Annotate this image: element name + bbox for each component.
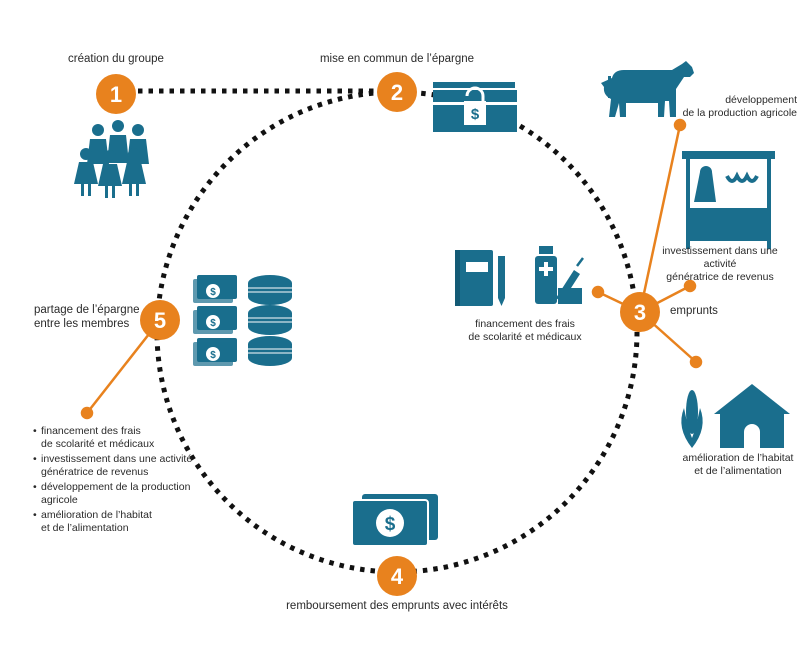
branch-agriculture xyxy=(638,124,682,313)
step-number-5: 5 xyxy=(154,308,166,333)
svg-text:$: $ xyxy=(471,106,480,123)
notebook-pencil-icon xyxy=(455,250,505,306)
maize-icon xyxy=(681,390,703,448)
banknotes-icon: $ xyxy=(351,494,438,547)
svg-text:$: $ xyxy=(210,318,216,329)
list-item: développement de la production agricole xyxy=(33,481,234,506)
step-3-label: emprunts xyxy=(670,305,718,317)
step-number-2: 2 xyxy=(391,80,403,105)
loan-use-education-health: financement des frais de scolarité et mé… xyxy=(468,318,582,343)
step-marker-2: 2 xyxy=(377,72,417,112)
list-item: investissement dans une activité générat… xyxy=(33,453,234,478)
step-1-label: création du groupe xyxy=(68,53,164,65)
cycle-path xyxy=(154,89,640,575)
loan-use-agriculture: développement de la production agricole xyxy=(682,94,797,119)
step-marker-5: 5 xyxy=(140,300,180,340)
list-item: amélioration de l’habitat et de l’alimen… xyxy=(33,509,234,534)
step-marker-3: 3 xyxy=(620,292,660,332)
step-number-3: 3 xyxy=(634,300,646,325)
savings-uses-list: financement des frais de scolarité et mé… xyxy=(33,425,234,537)
group-of-people-icon xyxy=(74,120,149,198)
branch-savings-uses-dot xyxy=(80,406,94,420)
step-5-label: partage de l’épargne entre les membres xyxy=(34,304,140,330)
step-marker-1: 1 xyxy=(96,74,136,114)
loan-use-housing-food: amélioration de l’habitat et de l’alimen… xyxy=(682,452,794,477)
branch-agriculture-dot xyxy=(673,118,687,132)
hut-icon xyxy=(714,384,790,448)
svg-text:$: $ xyxy=(385,514,396,535)
medicine-syringe-icon xyxy=(535,246,584,304)
loan-branches xyxy=(80,118,703,420)
loan-use-business: investissement dans une activité générat… xyxy=(662,245,778,283)
market-stall-icon xyxy=(682,151,775,249)
step-number-4: 4 xyxy=(391,564,404,589)
branch-business-dot xyxy=(683,279,697,293)
money-stacks-icon: $ $ $ xyxy=(193,275,292,366)
branch-education-health-dot xyxy=(591,285,605,299)
locked-chest-icon: $ xyxy=(433,82,517,132)
svg-text:$: $ xyxy=(210,350,216,361)
list-item: financement des frais de scolarité et mé… xyxy=(33,425,234,450)
svg-text:$: $ xyxy=(210,287,216,298)
cow-icon xyxy=(601,61,694,117)
branch-housing-food-dot xyxy=(689,355,703,369)
step-marker-4: 4 xyxy=(377,556,417,596)
step-4-label: remboursement des emprunts avec intérêts xyxy=(286,600,508,612)
step-number-1: 1 xyxy=(110,82,122,107)
step-2-label: mise en commun de l’épargne xyxy=(319,53,475,65)
